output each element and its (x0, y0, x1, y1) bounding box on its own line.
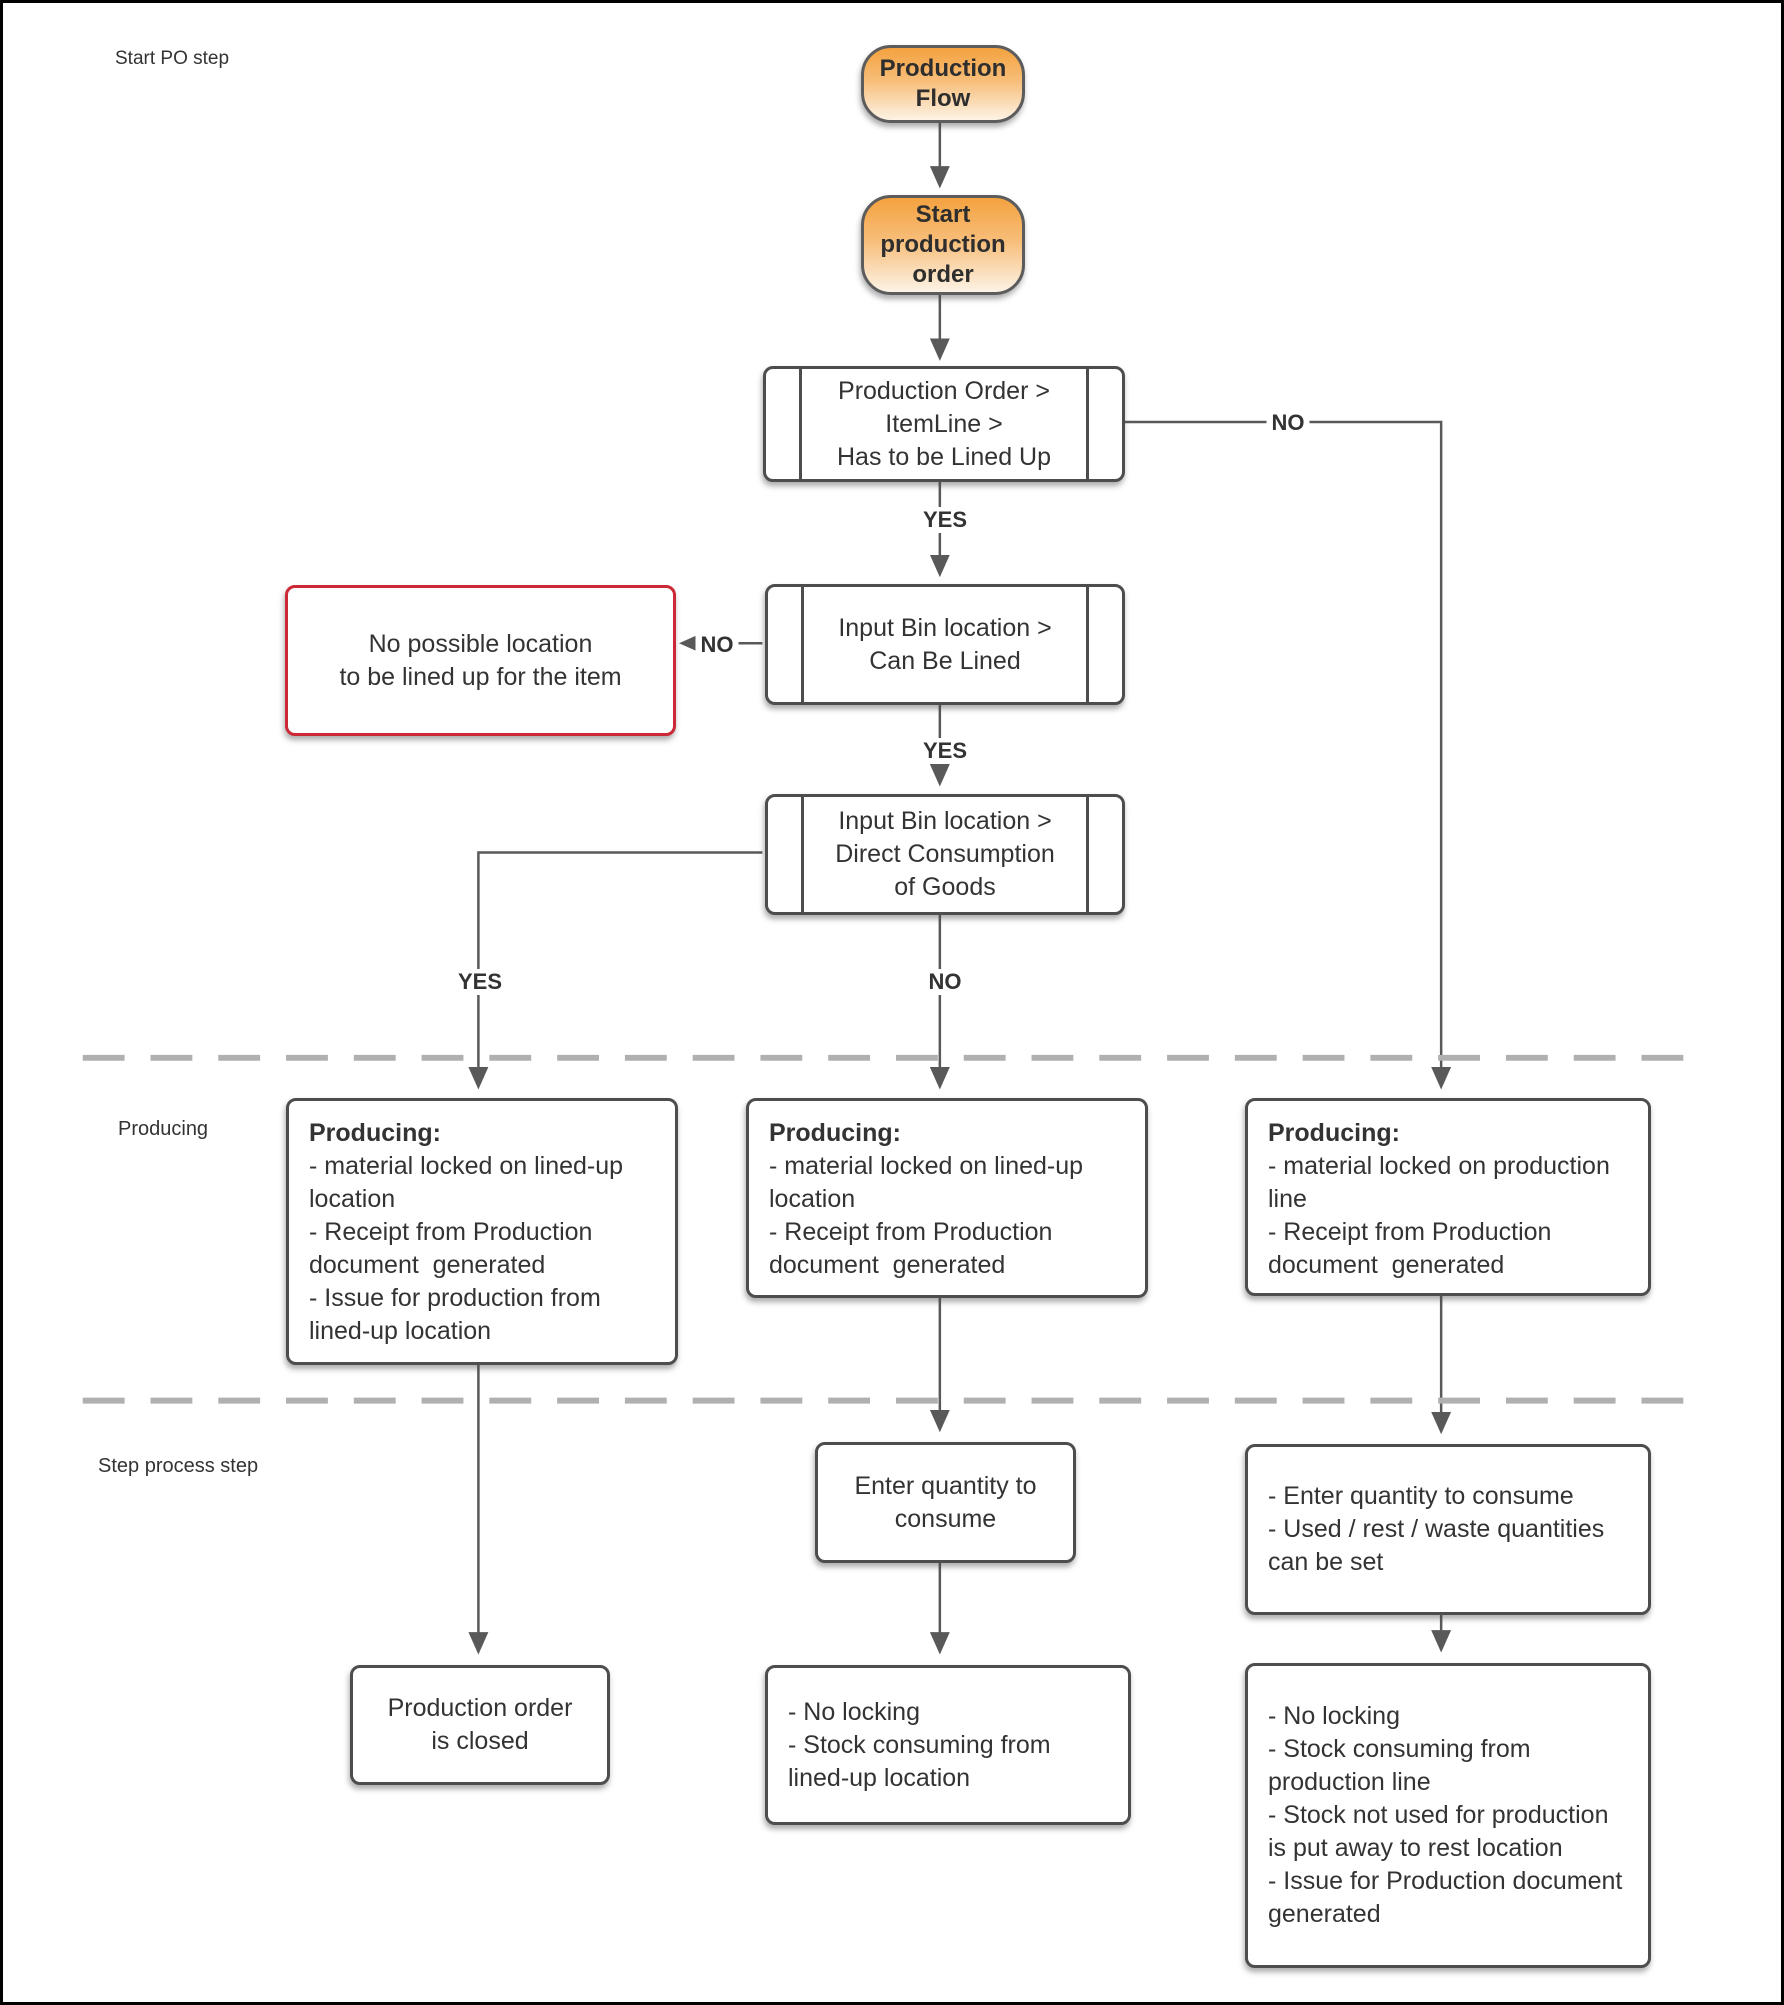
node-text-line: ItemLine > (885, 409, 1003, 438)
node-bullet: - Issue for production from lined-up loc… (309, 1284, 608, 1345)
node-production-order-closed: Production order is closed (350, 1665, 610, 1785)
lane-label-step-process: Step process step (98, 1455, 259, 1477)
node-no-locking-lined-up: - No locking - Stock consuming from line… (765, 1665, 1131, 1825)
node-label: Start production order (880, 201, 1006, 288)
node-text-line: to be lined up for the item (339, 662, 622, 691)
node-text-line: of Goods (894, 873, 996, 901)
node-text-line: Has to be Lined Up (836, 442, 1052, 471)
node-text-line: Can Be Lined (869, 646, 1021, 675)
node-enter-quantity: Enter quantity to consume (815, 1442, 1076, 1563)
node-bullet: - material locked on lined-up location (309, 1152, 631, 1213)
node-production-flow: Production Flow (861, 45, 1025, 123)
node-bullet: - Issue for Production document generate… (1268, 1867, 1630, 1928)
node-title: Producing: (309, 1119, 441, 1147)
edge-direct-yes (468, 851, 763, 1090)
edge-label-lined-up-no: NO (1266, 410, 1310, 436)
node-text-line: Enter quantity to (854, 1471, 1037, 1500)
node-text-line: Production Order > (838, 376, 1050, 405)
node-producing-lined-up-full: Producing: - material locked on lined-up… (286, 1098, 678, 1365)
edge-label-direct-yes: YES (452, 969, 508, 995)
flow-edges (82, 122, 1704, 1655)
node-bullet: - Enter quantity to consume (1268, 1482, 1574, 1510)
node-no-locking-production-line: - No locking - Stock consuming from prod… (1245, 1663, 1651, 1968)
lane-label-producing: Producing (118, 1118, 209, 1140)
flow-connectors (468, 122, 1452, 1655)
node-title: Producing: (1268, 1119, 1400, 1147)
node-bullet: - material locked on production line (1268, 1152, 1617, 1213)
node-can-be-lined: Input Bin location > Can Be Lined (765, 584, 1125, 705)
edge-label-direct-no: NO (923, 969, 967, 995)
edge-label-can-be-lined-no: NO (695, 632, 739, 658)
node-text-line: Input Bin location > (838, 807, 1052, 835)
lane-label-start-po: Start PO step (115, 48, 230, 69)
node-text-line: Production order (387, 1694, 573, 1722)
node-bullet: - Stock consuming from lined-up location (788, 1730, 1058, 1792)
node-label: Production Flow (879, 55, 1007, 112)
node-title: Producing: (769, 1119, 901, 1147)
node-bullet: - Stock not used for production is put a… (1268, 1801, 1616, 1862)
edge-label-lined-up-yes: YES (917, 507, 973, 533)
node-producing-lined-up: Producing: - material locked on lined-up… (746, 1098, 1148, 1298)
node-enter-quantity-used-rest-waste: - Enter quantity to consume - Used / res… (1245, 1444, 1651, 1615)
node-producing-production-line: Producing: - material locked on producti… (1245, 1098, 1651, 1296)
node-no-possible-location: No possible location to be lined up for … (285, 585, 676, 736)
node-has-to-be-lined-up: Production Order > ItemLine > Has to be … (763, 366, 1125, 482)
node-text-line: Direct Consumption (835, 840, 1055, 868)
node-bullet: - material locked on lined-up location (769, 1152, 1091, 1213)
node-bullet: - No locking (1268, 1702, 1400, 1730)
node-text-line: consume (894, 1504, 997, 1533)
node-bullet: - No locking (788, 1697, 920, 1726)
node-bullet: - Used / rest / waste quantities can be … (1268, 1515, 1612, 1576)
node-bullet: - Stock consuming from production line (1268, 1735, 1538, 1796)
node-text-line: No possible location (368, 629, 593, 658)
node-bullet: - Receipt from Production document gener… (1268, 1218, 1559, 1279)
edge-label-can-be-lined-yes: YES (917, 738, 973, 764)
node-bullet: - Receipt from Production document gener… (769, 1218, 1060, 1279)
node-bullet: - Receipt from Production document gener… (309, 1218, 600, 1279)
edge-linedup-no (1121, 420, 1452, 1090)
node-text-line: is closed (431, 1727, 529, 1755)
node-direct-consumption: Input Bin location > Direct Consumption … (765, 794, 1125, 915)
node-text-line: Input Bin location > (838, 613, 1052, 642)
node-start-production-order: Start production order (861, 195, 1025, 295)
